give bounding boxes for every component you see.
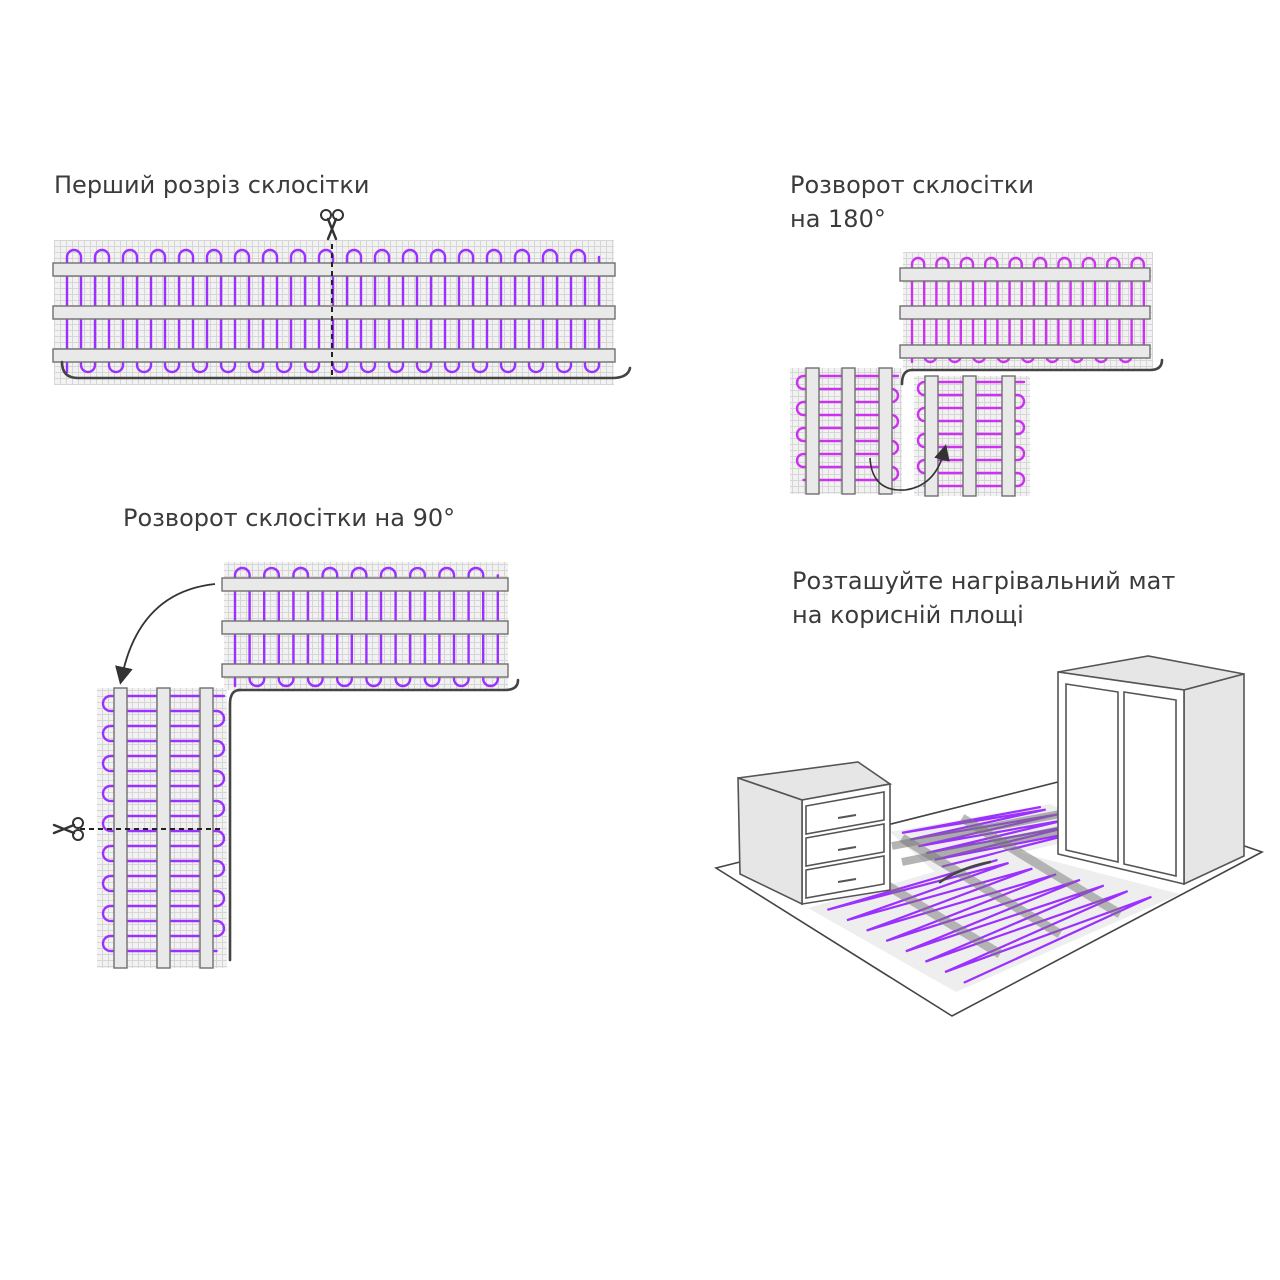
- power-cord: [236, 678, 520, 692]
- scissors-icon: [320, 209, 344, 241]
- tape-strip: [899, 305, 1151, 320]
- tape-strip: [52, 262, 616, 277]
- power-cord: [910, 358, 1164, 372]
- power-cord: [60, 360, 632, 380]
- tape-strip: [52, 305, 616, 320]
- tape-strip: [962, 375, 977, 497]
- tape-strip: [805, 367, 820, 495]
- room-scene: [713, 655, 1265, 1017]
- tape-strip: [221, 663, 509, 678]
- caption-place-mat-line2: на корисній площі: [792, 601, 1024, 629]
- caption-turn-180: Розворот склосітки на 180°: [790, 168, 1034, 236]
- heating-cable-loop: [827, 859, 1152, 984]
- tape-strip: [52, 348, 616, 363]
- caption-turn-180-line1: Розворот склосітки: [790, 171, 1034, 199]
- power-cord: [228, 688, 242, 962]
- heating-cable: [101, 694, 226, 953]
- wardrobe: [1057, 655, 1245, 886]
- tape-strip: [878, 367, 893, 495]
- rotate-arrow-icon: [869, 444, 950, 491]
- caption-turn-90-text: Розворот склосітки на 90°: [123, 504, 456, 532]
- mat-turn-180: [790, 252, 1164, 497]
- rotate-arrow-icon: [115, 583, 216, 685]
- heating-cable-loop: [101, 694, 226, 953]
- heating-mat-front: [808, 814, 1180, 992]
- tape-strip: [899, 267, 1151, 282]
- tape-strip: [221, 577, 509, 592]
- caption-first-cut-text: Перший розріз склосітки: [54, 171, 370, 199]
- tape-strip: [221, 620, 509, 635]
- nightstand: [737, 761, 893, 906]
- power-cord: [938, 860, 992, 884]
- tape-strip: [899, 344, 1151, 359]
- mat-first-cut: [52, 209, 632, 385]
- power-cord: [900, 368, 914, 386]
- tape-strip: [1001, 375, 1016, 497]
- caption-place-mat-line1: Розташуйте нагрівальний мат: [792, 567, 1176, 595]
- caption-turn-180-line2: на 180°: [790, 205, 886, 233]
- tape-strip: [841, 367, 856, 495]
- caption-turn-90: Розворот склосітки на 90°: [123, 501, 455, 535]
- scissors-icon: [52, 817, 84, 841]
- caption-first-cut: Перший розріз склосітки: [54, 168, 369, 202]
- tape-strip: [924, 375, 939, 497]
- mat-turn-90: [52, 562, 520, 969]
- caption-place-mat: Розташуйте нагрівальний мат на корисній …: [792, 564, 1175, 632]
